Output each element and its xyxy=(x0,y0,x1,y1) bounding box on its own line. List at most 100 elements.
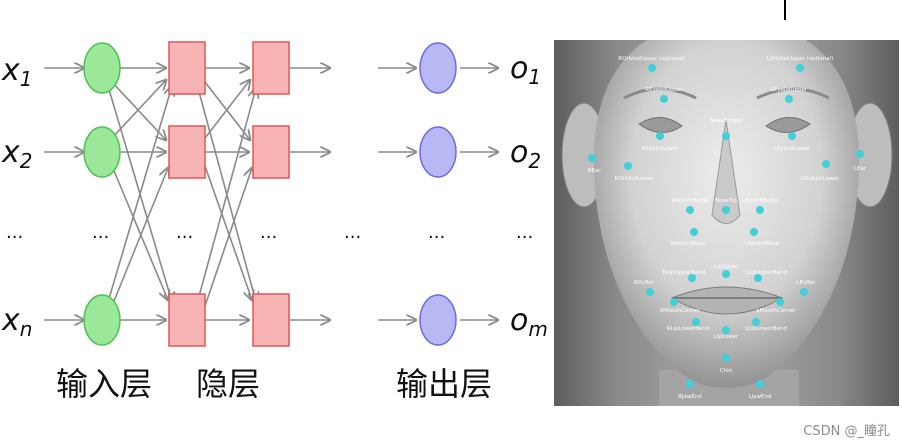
landmark-dot xyxy=(588,154,596,162)
layer-label-hidden: 隐层 xyxy=(196,365,260,403)
landmark-label: LLipUpperBend xyxy=(745,270,787,276)
connection-arrow xyxy=(111,80,166,139)
connection-arrow xyxy=(197,88,256,301)
input-node xyxy=(83,126,121,178)
landmark-label: NoseBridge xyxy=(710,118,742,124)
landmark-label: LMouthCorner xyxy=(757,308,797,314)
left-eye-shape xyxy=(765,117,811,133)
landmark-dot xyxy=(690,228,698,236)
output-node xyxy=(419,126,457,178)
output-node xyxy=(419,42,457,94)
input-node xyxy=(83,294,121,346)
landmark-label: RPuffer xyxy=(634,280,655,286)
landmark-label: LOrbitalUpper (optional) xyxy=(767,56,834,62)
landmark-dot xyxy=(796,64,804,72)
landmark-label: RNostrilBase xyxy=(670,241,706,247)
landmark-dot xyxy=(756,380,764,388)
ellipsis: ... xyxy=(344,222,361,243)
ellipsis: ... xyxy=(92,222,109,243)
landmark-label: ROrbitalLower xyxy=(615,176,655,182)
connection-arrow xyxy=(204,81,250,140)
hidden-node xyxy=(168,125,206,179)
ellipsis: ... xyxy=(260,222,277,243)
landmark-label: REyelidLower xyxy=(642,146,680,152)
connection-arrow xyxy=(107,86,172,303)
landmark-dot xyxy=(822,160,830,168)
hidden-node xyxy=(252,41,290,95)
landmark-dot xyxy=(688,274,696,282)
landmark-label: LJawEnd xyxy=(748,394,771,400)
input-label-x1: x1 xyxy=(1,53,33,91)
landmark-label: LipUpper xyxy=(714,264,739,270)
landmark-label: LEyelidUpper xyxy=(771,87,808,93)
landmark-dot xyxy=(722,270,730,278)
landmark-dot xyxy=(785,95,793,103)
right-brow-shape xyxy=(623,87,697,100)
landmark-dot xyxy=(750,228,758,236)
landmark-dot xyxy=(856,150,864,158)
ellipsis: ... xyxy=(428,222,445,243)
neural-network-diagram: x1 x2 xn ... xyxy=(1,41,548,403)
landmark-label: REyelidUpper xyxy=(645,87,683,93)
landmark-dot xyxy=(752,318,760,326)
hidden-node xyxy=(168,41,206,95)
input-ellipsis: ... xyxy=(6,222,23,243)
landmark-dot xyxy=(776,298,784,306)
landmark-dot xyxy=(646,288,654,296)
connection-arrow xyxy=(204,168,252,307)
landmark-dot xyxy=(722,132,730,140)
input-label-x2: x2 xyxy=(1,135,33,173)
landmark-label: LOrbitalLower xyxy=(801,176,840,182)
landmark-label: LNostrilBulge xyxy=(742,198,779,204)
landmark-dot xyxy=(722,326,730,334)
landmark-dot xyxy=(800,288,808,296)
landmark-dot xyxy=(624,162,632,170)
hidden-node xyxy=(252,125,290,179)
landmark-label: LLipLowerBend xyxy=(745,326,787,332)
landmark-dot xyxy=(686,380,694,388)
landmark-label: LipLower xyxy=(714,334,739,340)
cursor-mark xyxy=(784,0,786,20)
connection-arrow xyxy=(111,168,168,307)
layer-label-output: 输出层 xyxy=(396,365,492,403)
landmark-dot xyxy=(722,354,730,362)
output-node xyxy=(419,294,457,346)
landmark-dot xyxy=(754,274,762,282)
ellipsis: ... xyxy=(516,222,533,243)
face-illustration: ROrbitalUpper (optional) LOrbitalUpper (… xyxy=(561,40,893,406)
landmark-dot xyxy=(756,206,764,214)
hidden-node xyxy=(168,293,206,347)
landmark-label: LNostrilBase xyxy=(745,241,780,247)
landmark-label: RLipLowerBend xyxy=(667,326,710,332)
landmark-label: REar xyxy=(588,168,602,174)
landmark-label: LEyelidLower xyxy=(774,146,811,152)
landmark-dot xyxy=(692,318,700,326)
landmark-dot xyxy=(686,206,694,214)
landmark-dot xyxy=(722,206,730,214)
face-landmark-image: ROrbitalUpper (optional) LOrbitalUpper (… xyxy=(554,40,899,406)
landmark-label: RJawEnd xyxy=(678,394,702,400)
output-label-om: om xyxy=(510,303,548,341)
connection-arrow xyxy=(111,81,166,140)
ellipsis: ... xyxy=(176,222,193,243)
connection-arrow xyxy=(111,165,168,300)
input-node xyxy=(83,42,121,94)
watermark: CSDN @_瞳孔 xyxy=(803,424,890,439)
connection-arrow xyxy=(204,80,250,139)
left-brow-shape xyxy=(756,87,830,100)
landmark-label: RNostrilBulge xyxy=(671,198,709,204)
landmark-label: ROrbitalUpper (optional) xyxy=(618,56,685,62)
hidden-node xyxy=(252,293,290,347)
right-eye-shape xyxy=(638,117,683,133)
nose-shape xyxy=(711,119,741,224)
output-label-o1: o1 xyxy=(510,51,541,89)
output-label-o2: o2 xyxy=(510,135,541,173)
input-label-xn: xn xyxy=(1,303,32,341)
landmark-dot xyxy=(788,132,796,140)
landmark-label: NoseTip xyxy=(715,198,737,204)
landmark-dot xyxy=(656,132,664,140)
landmark-dot xyxy=(648,64,656,72)
landmark-label: Chin xyxy=(720,368,733,374)
landmark-label: RLipUpperBend xyxy=(663,270,706,276)
landmark-dot xyxy=(660,95,668,103)
